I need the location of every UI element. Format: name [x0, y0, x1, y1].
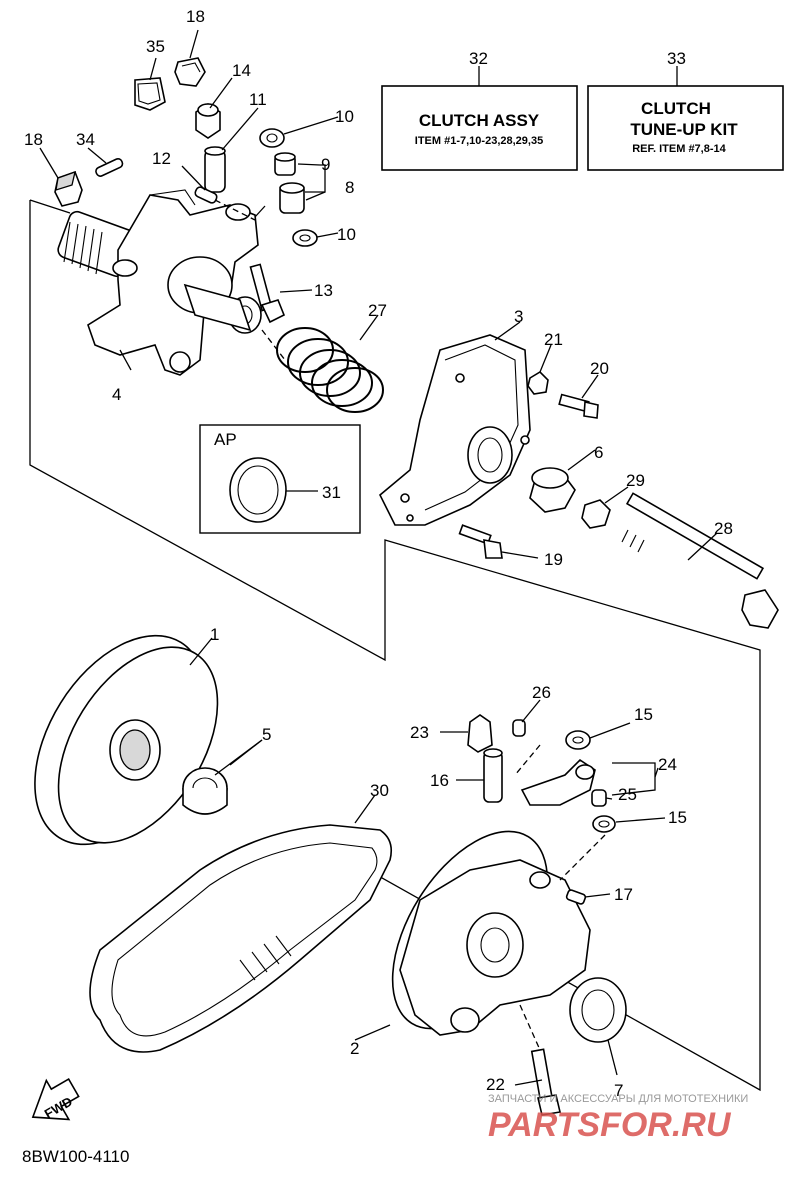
washer-10-lower-part	[292, 229, 318, 247]
callout-33: 33	[667, 49, 686, 68]
callout-31: 31	[322, 483, 341, 502]
callout-13: 13	[314, 281, 333, 300]
callout-1: 1	[210, 625, 219, 644]
screw-17-part	[565, 889, 587, 905]
bolt-13-part	[249, 263, 286, 324]
sheave-1-part	[34, 634, 219, 846]
clip-35-part	[134, 77, 166, 111]
clip-29-part	[581, 499, 611, 529]
callout-28: 28	[714, 519, 733, 538]
pin-11-part	[204, 146, 226, 193]
ap-box	[199, 424, 361, 534]
cover-3-part	[379, 334, 531, 526]
bushing-6-part	[529, 467, 576, 513]
washer-15-lower-part	[592, 815, 616, 833]
arm-24-part	[520, 758, 596, 806]
callout-26: 26	[532, 683, 551, 702]
bushing-7-part	[569, 977, 627, 1043]
roller-25-part	[591, 789, 607, 807]
callout-3: 3	[514, 307, 523, 326]
bolt-22-part	[530, 1048, 561, 1116]
callout-2: 2	[350, 1039, 359, 1058]
callout-34: 34	[76, 130, 95, 149]
bushing-5-part	[182, 767, 228, 815]
callout-15a: 15	[634, 705, 653, 724]
callout-17: 17	[614, 885, 633, 904]
callout-4: 4	[112, 385, 121, 404]
callout-15b: 15	[668, 808, 687, 827]
long-bolt-28-part	[621, 492, 779, 629]
callout-25: 25	[618, 785, 637, 804]
pin-26-part	[512, 719, 526, 737]
bolt-20-part	[558, 393, 599, 419]
spring-27-part	[276, 327, 384, 413]
belt-30-part	[89, 824, 393, 1053]
assembly-reference-lines	[29, 199, 761, 1092]
cap-nut-14-part	[195, 103, 221, 139]
callout-24: 24	[658, 755, 677, 774]
callout-6: 6	[594, 443, 603, 462]
watermark-tagline: ЗАПЧАСТИ И АКСЕССУАРЫ ДЛЯ МОТОТЕХНИКИ	[488, 1093, 748, 1105]
callout-29: 29	[626, 471, 645, 490]
secondary-sheave-2-part	[391, 830, 591, 1036]
clutch-assy-items: ITEM #1-7,10-23,28,29,35	[415, 135, 543, 147]
callout-16: 16	[430, 771, 449, 790]
fwd-arrow: FWD	[31, 1078, 80, 1121]
washer-15-upper-part	[565, 730, 591, 750]
callout-21: 21	[544, 330, 563, 349]
callout-20: 20	[590, 359, 609, 378]
watermark-brand: PARTSFOR.RU	[488, 1106, 732, 1144]
slider-18-left-part	[54, 170, 83, 207]
callout-7: 7	[614, 1081, 623, 1100]
leader-lines	[39, 29, 718, 1086]
callout-14: 14	[232, 61, 251, 80]
nut-21-part	[527, 370, 549, 395]
callout-5: 5	[262, 725, 271, 744]
callout-19: 19	[544, 550, 563, 569]
callout-numbers: 1234567891010111213141515161718181920212…	[24, 7, 733, 1100]
callout-22: 22	[486, 1075, 505, 1094]
ap-box-label: AP	[214, 430, 237, 449]
pin-34-part	[95, 157, 124, 177]
callout-27: 27	[368, 301, 387, 320]
callout-35: 35	[146, 37, 165, 56]
callout-8: 8	[345, 178, 354, 197]
callout-10b: 10	[337, 225, 356, 244]
washer-10-upper-part	[259, 128, 285, 148]
alignment-lines	[214, 199, 606, 1051]
callout-23: 23	[410, 723, 429, 742]
roller-9-part	[274, 152, 296, 176]
callout-18b: 18	[186, 7, 205, 26]
tune-up-kit-items: REF. ITEM #7,8-14	[632, 143, 726, 155]
callout-18a: 18	[24, 130, 43, 149]
callout-12: 12	[152, 149, 171, 168]
tune-up-kit-box: CLUTCH TUNE-UP KIT REF. ITEM #7,8-14	[587, 85, 784, 171]
tune-up-kit-title-2: TUNE-UP KIT	[630, 120, 738, 139]
pin-16-part	[483, 748, 503, 803]
partsfor-watermark: ЗАПЧАСТИ И АКСЕССУАРЫ ДЛЯ МОТОТЕХНИКИ PA…	[488, 1093, 748, 1144]
diagram-code: 8BW100-4110	[22, 1147, 129, 1166]
cap-nut-23-part	[467, 714, 493, 753]
callout-9: 9	[321, 155, 330, 174]
clutch-assy-title: CLUTCH ASSY	[419, 111, 540, 130]
callout-32: 32	[469, 49, 488, 68]
tune-up-kit-title-1: CLUTCH	[641, 99, 711, 118]
callout-11: 11	[249, 90, 267, 109]
spider-hub-part	[57, 189, 262, 376]
callout-10a: 10	[335, 107, 354, 126]
callout-30: 30	[370, 781, 389, 800]
pin-12-part	[194, 186, 218, 204]
clutch-assy-box: CLUTCH ASSY ITEM #1-7,10-23,28,29,35	[381, 85, 578, 171]
roller-8-part	[279, 182, 305, 214]
slider-18-top-part	[174, 57, 206, 87]
bolt-19-part	[458, 524, 503, 559]
